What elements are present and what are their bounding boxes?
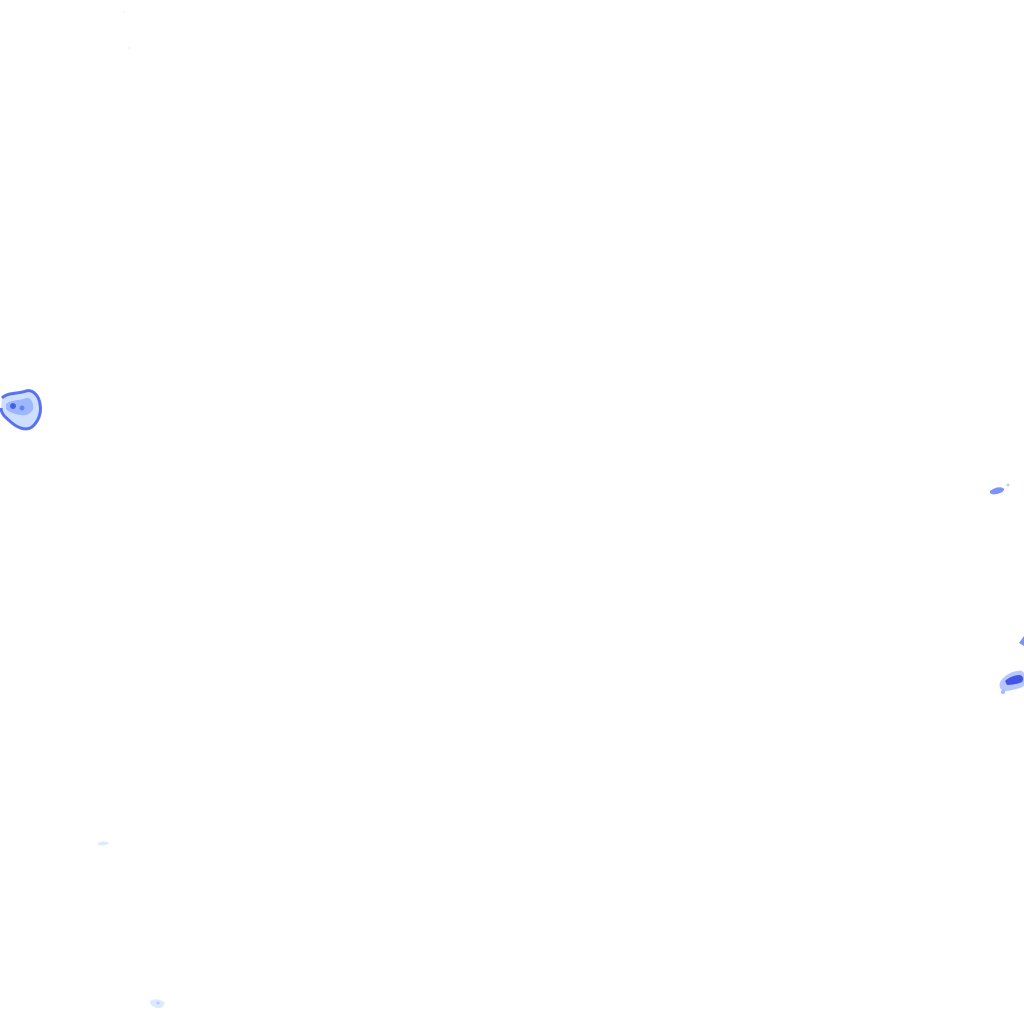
north-dust-1 (123, 11, 125, 13)
west-cluster-core-2 (19, 405, 25, 411)
precip-north-dust (123, 11, 130, 49)
precip-east-edge-speck (1019, 636, 1024, 646)
precip-east-fleck (989, 483, 1010, 495)
west-cluster-inner (6, 397, 34, 416)
west-cluster-rim (0, 389, 42, 431)
north-dust-2 (128, 47, 130, 49)
precip-cell-west-cluster (0, 389, 42, 431)
precip-southwest-speck (98, 841, 109, 846)
precip-south-speck (149, 999, 165, 1009)
precip-east-edge-cluster (999, 670, 1024, 694)
west-cluster-core (10, 403, 16, 409)
